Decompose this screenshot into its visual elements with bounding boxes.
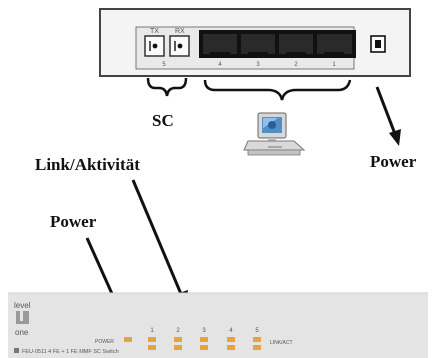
brand-line1: level bbox=[14, 301, 31, 310]
port-4-leds bbox=[227, 337, 235, 350]
link-act-text: LINK/ACT bbox=[270, 340, 293, 346]
sc-port-number: 5 bbox=[162, 62, 166, 68]
led-number-4: 4 bbox=[229, 328, 233, 334]
rj45-port-number-1: 1 bbox=[332, 62, 336, 68]
port-2-leds bbox=[174, 337, 182, 350]
power-led bbox=[124, 337, 132, 342]
levelone-logo: level one bbox=[14, 301, 31, 337]
rj45-port-number-2: 2 bbox=[294, 62, 298, 68]
led-number-3: 3 bbox=[202, 328, 206, 334]
rj45-port-number-4: 4 bbox=[218, 62, 222, 68]
rj45-port-1 bbox=[317, 34, 352, 56]
port-1-leds bbox=[148, 337, 156, 350]
rj45-port-4 bbox=[203, 34, 237, 56]
tx-label: TX bbox=[150, 28, 159, 35]
brand-line2: one bbox=[15, 328, 29, 337]
rj45-port-block bbox=[199, 30, 356, 58]
led-number-2: 2 bbox=[176, 328, 180, 334]
rj45-port-3 bbox=[241, 34, 275, 56]
power-jack bbox=[370, 35, 386, 53]
sc-brace bbox=[146, 77, 188, 97]
sc-port bbox=[144, 35, 190, 57]
rx-label: RX bbox=[175, 28, 185, 35]
power-front-label: Power bbox=[50, 212, 97, 231]
front-panel bbox=[8, 293, 428, 358]
port-5-leds bbox=[253, 337, 261, 350]
power-rear-arrow bbox=[375, 86, 401, 146]
link-activity-label: Link/Aktivität bbox=[35, 155, 140, 174]
sc-label: SC bbox=[152, 111, 174, 130]
front-power-text: POWER bbox=[95, 339, 114, 345]
rj45-brace bbox=[203, 79, 352, 101]
rj45-port-2 bbox=[279, 34, 313, 56]
model-text: FEU-0511 4 FE + 1 FE MMF SC Switch bbox=[22, 349, 119, 355]
link-activity-arrow bbox=[131, 179, 188, 306]
led-number-5: 5 bbox=[255, 328, 259, 334]
model-marker bbox=[14, 348, 19, 353]
computer-icon bbox=[243, 112, 306, 156]
led-number-1: 1 bbox=[150, 328, 154, 334]
power-rear-label: Power bbox=[370, 152, 417, 171]
rj45-port-number-3: 3 bbox=[256, 62, 260, 68]
port-3-leds bbox=[200, 337, 208, 350]
